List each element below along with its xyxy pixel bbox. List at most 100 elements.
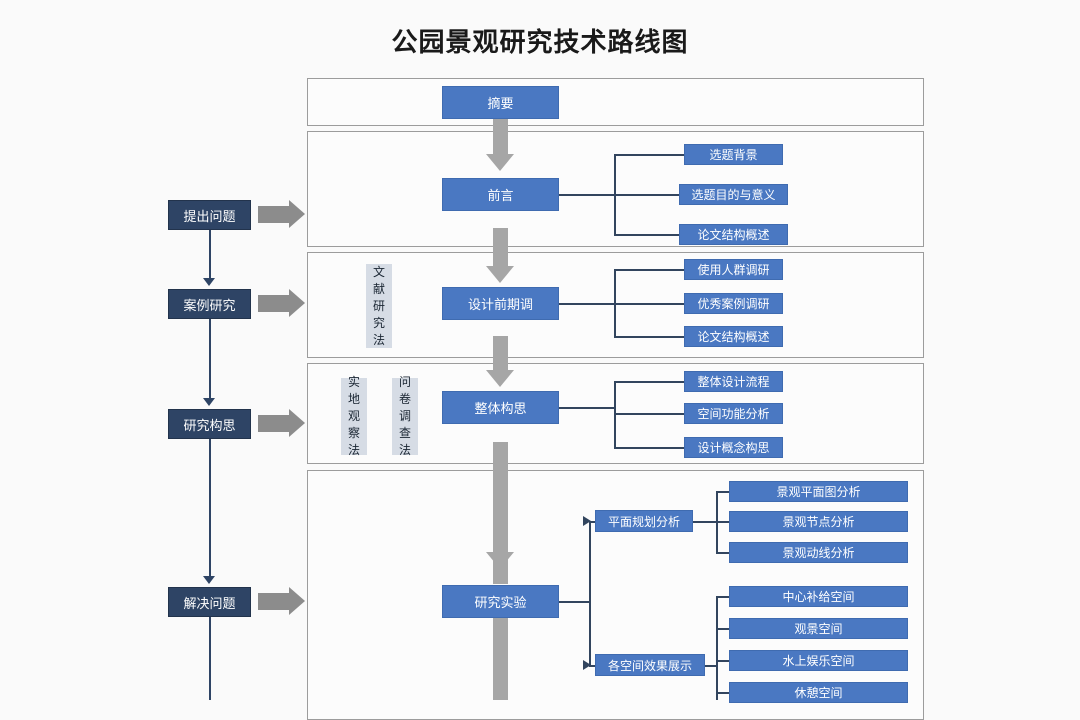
connector-space-spine [716, 596, 718, 700]
connector-space-branch-4 [716, 692, 729, 694]
thick-right-arrow-icon-4 [258, 593, 289, 610]
box-overall-leaf-3[interactable]: 设计概念构思 [684, 437, 783, 458]
connector-overall-trunk [559, 407, 615, 409]
connector-plan-branch-1 [716, 491, 729, 493]
panel-pre-design-research [307, 252, 924, 358]
box-space-leaf-2[interactable]: 观景空间 [729, 618, 908, 639]
flow-arrow-head-3 [486, 370, 514, 387]
box-label: 中心补给空间 [782, 590, 855, 604]
connector-predesign-branch-3 [614, 336, 684, 338]
box-preface-leaf-2[interactable]: 选题目的与意义 [679, 184, 788, 205]
box-label: 论文结构概述 [697, 330, 770, 344]
connector-experiment-trunk [559, 601, 590, 603]
box-label: 整体设计流程 [697, 375, 770, 389]
sidebar-stage-propose-problem[interactable]: 提出问题 [168, 200, 251, 230]
box-overall-concept[interactable]: 整体构思 [442, 391, 559, 424]
thick-right-arrow-icon-3 [258, 415, 289, 432]
box-label: 景观节点分析 [782, 515, 855, 529]
thick-right-arrow-head-3 [289, 409, 305, 437]
box-plan-leaf-3[interactable]: 景观动线分析 [729, 542, 908, 563]
connector-predesign-branch-1 [614, 269, 684, 271]
connector-space-trunk [705, 665, 717, 667]
method-box-field-observation: 实地观察法 [341, 375, 367, 457]
box-space-leaf-1[interactable]: 中心补给空间 [729, 586, 908, 607]
box-label: 设计前期调 [467, 297, 533, 312]
flowchart-canvas: 公园景观研究技术路线图 提出问题 案例研究 研究构思 解决问题 摘要 [168, 27, 924, 720]
connector-overall-branch-3 [614, 447, 684, 449]
sidebar-arrow-icon-1 [203, 278, 215, 286]
box-label: 整体构思 [474, 401, 527, 416]
sidebar-stage-research-concept[interactable]: 研究构思 [168, 409, 251, 439]
method-box-literature-research: 文献研究法 [366, 264, 392, 348]
flow-arrow-shaft-2 [493, 228, 508, 266]
connector-plan-branch-2 [716, 521, 729, 523]
box-plan-leaf-2[interactable]: 景观节点分析 [729, 511, 908, 532]
sidebar-stage-label: 提出问题 [183, 208, 236, 224]
connector-overall-spine [614, 381, 616, 448]
sidebar-stage-solve-problem[interactable]: 解决问题 [168, 587, 251, 617]
connector-experiment-spine [589, 521, 591, 666]
connector-plan-trunk [693, 521, 717, 523]
thick-right-arrow-head-1 [289, 200, 305, 228]
box-label: 论文结构概述 [697, 228, 770, 242]
sidebar-stage-label: 解决问题 [183, 595, 236, 611]
method-box-label: 实地观察法 [347, 375, 360, 457]
box-preface-leaf-1[interactable]: 选题背景 [684, 144, 783, 165]
connector-experiment-up [589, 521, 599, 523]
sidebar-arrow-icon-3 [203, 576, 215, 584]
connector-predesign-branch-2 [614, 303, 684, 305]
panel-abstract [307, 78, 924, 126]
method-box-label: 问卷调查法 [398, 375, 411, 457]
sidebar-stage-label: 研究构思 [183, 417, 236, 433]
method-box-label: 文献研究法 [372, 264, 385, 347]
box-pre-design-research[interactable]: 设计前期调 [442, 287, 559, 320]
flow-arrow-head-4 [486, 552, 514, 569]
box-overall-leaf-2[interactable]: 空间功能分析 [684, 403, 783, 424]
sidebar-arrow-icon-2 [203, 398, 215, 406]
connector-overall-branch-1 [614, 381, 684, 383]
flow-arrow-shaft-4 [493, 442, 508, 584]
box-abstract[interactable]: 摘要 [442, 86, 559, 119]
sidebar-connector-line-4 [209, 617, 211, 700]
thick-right-arrow-head-2 [289, 289, 305, 317]
panel-preface [307, 131, 924, 247]
sidebar-stage-label: 案例研究 [183, 297, 236, 313]
flow-arrow-shaft-1 [493, 118, 508, 154]
box-label: 观景空间 [794, 622, 843, 636]
flow-arrow-icon-space-display [583, 660, 591, 670]
box-space-leaf-3[interactable]: 水上娱乐空间 [729, 650, 908, 671]
connector-preface-branch-1 [614, 154, 684, 156]
box-plan-analysis[interactable]: 平面规划分析 [595, 510, 693, 532]
box-overall-leaf-1[interactable]: 整体设计流程 [684, 371, 783, 392]
connector-plan-branch-3 [716, 552, 729, 554]
box-label: 景观平面图分析 [776, 485, 861, 499]
connector-preface-branch-2 [614, 194, 684, 196]
flow-arrow-head-2 [486, 266, 514, 283]
thick-right-arrow-icon-1 [258, 206, 289, 223]
box-label: 选题背景 [709, 148, 758, 162]
sidebar-stage-case-study[interactable]: 案例研究 [168, 289, 251, 319]
box-plan-leaf-1[interactable]: 景观平面图分析 [729, 481, 908, 502]
box-research-experiment[interactable]: 研究实验 [442, 585, 559, 618]
connector-experiment-down [589, 665, 599, 667]
connector-space-branch-3 [716, 660, 729, 662]
box-label: 研究实验 [474, 595, 527, 610]
box-label: 设计概念构思 [697, 441, 770, 455]
box-label: 休憩空间 [794, 686, 843, 700]
sidebar-connector-line-3 [209, 439, 211, 579]
method-box-questionnaire-survey: 问卷调查法 [392, 375, 418, 457]
thick-right-arrow-head-4 [289, 587, 305, 615]
box-preface-leaf-3[interactable]: 论文结构概述 [679, 224, 788, 245]
sidebar-connector-line-2 [209, 319, 211, 401]
box-preface[interactable]: 前言 [442, 178, 559, 211]
box-label: 景观动线分析 [782, 546, 855, 560]
box-predesign-leaf-2[interactable]: 优秀案例调研 [684, 293, 783, 314]
page-title: 公园景观研究技术路线图 [391, 27, 689, 57]
box-predesign-leaf-3[interactable]: 论文结构概述 [684, 326, 783, 347]
box-predesign-leaf-1[interactable]: 使用人群调研 [684, 259, 783, 280]
box-space-display[interactable]: 各空间效果展示 [595, 654, 705, 676]
connector-predesign-trunk [559, 303, 615, 305]
box-label: 平面规划分析 [607, 514, 680, 529]
connector-space-branch-1 [716, 596, 729, 598]
connector-overall-branch-2 [614, 413, 684, 415]
